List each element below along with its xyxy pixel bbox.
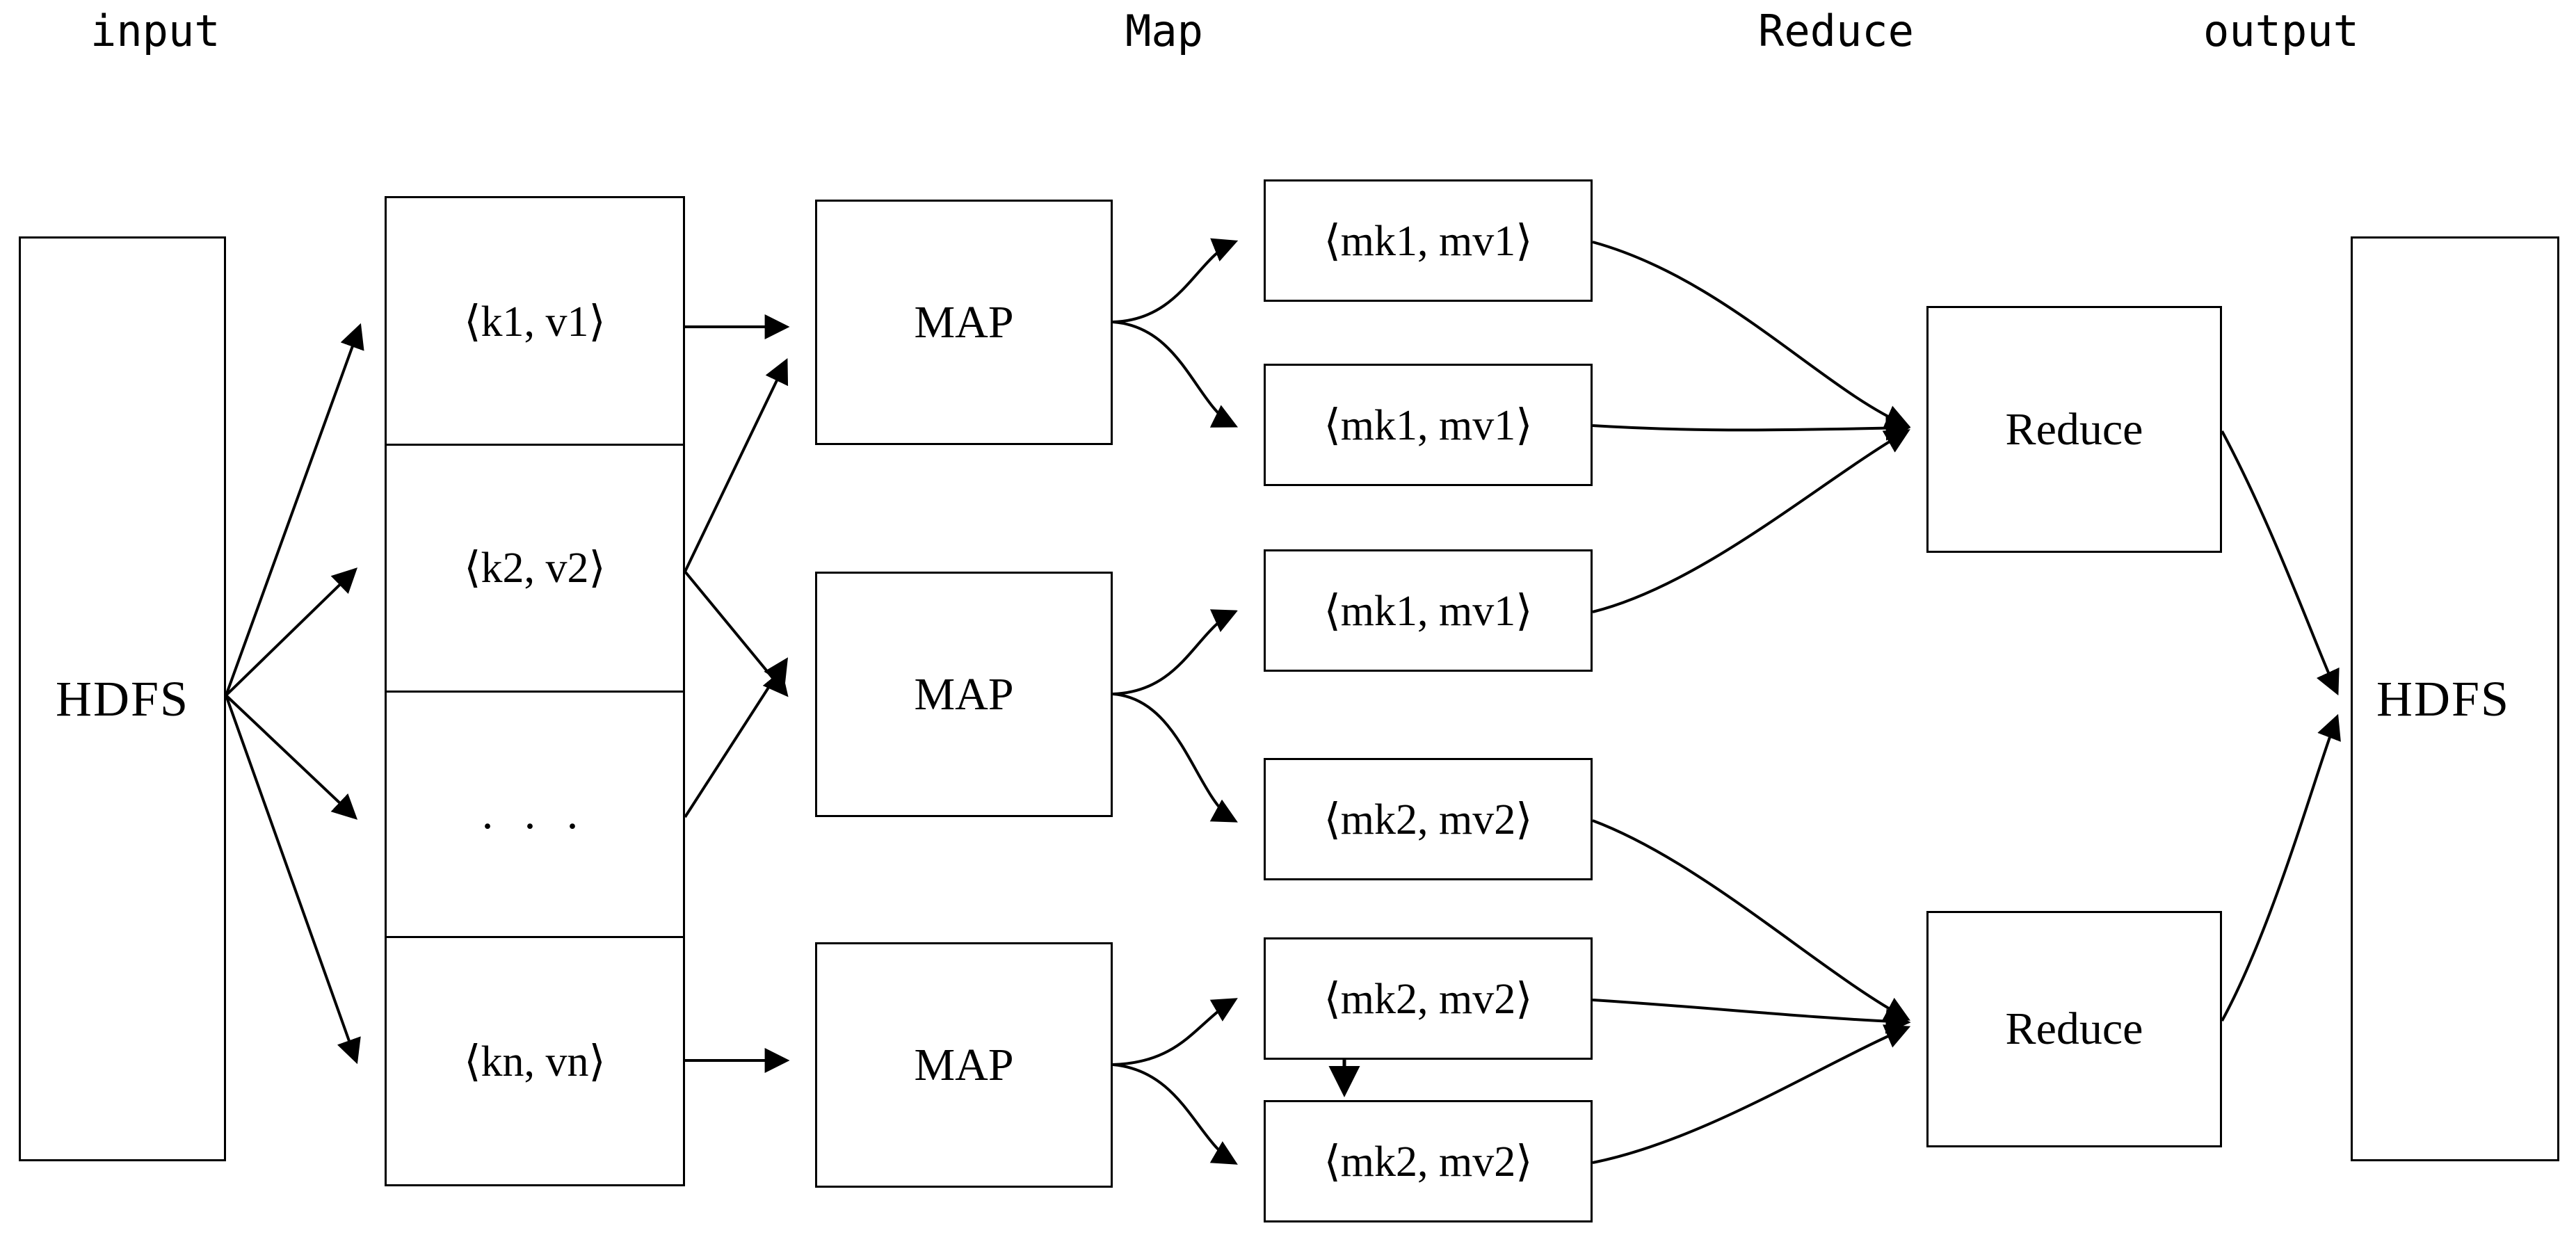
pair-to-reduce-arrows: [1592, 241, 1911, 1164]
map-task-3[interactable]: MAP: [815, 942, 1113, 1188]
intermediate-pair-6[interactable]: ⟨mk2, mv2⟩: [1264, 1100, 1593, 1222]
map-task-3-label: MAP: [914, 1039, 1014, 1090]
reduce-task-1-label: Reduce: [2005, 403, 2143, 455]
map-task-2-label: MAP: [914, 668, 1014, 720]
split-divider-3: [387, 936, 683, 938]
split-row-4[interactable]: ⟨kn, vn⟩: [387, 936, 683, 1186]
intermediate-pair-4[interactable]: ⟨mk2, mv2⟩: [1264, 758, 1593, 880]
header-map: Map: [1125, 6, 1203, 56]
split-row-1-label: ⟨k1, v1⟩: [464, 298, 606, 346]
intermediate-pair-1-label: ⟨mk1, mv1⟩: [1323, 218, 1533, 265]
reduce-to-hdfs-arrows: [2221, 430, 2341, 1022]
header-output: output: [2203, 6, 2359, 56]
hdfs-to-split-arrows: [225, 323, 364, 1065]
header-input: input: [90, 6, 220, 56]
intermediate-pair-4-label: ⟨mk2, mv2⟩: [1323, 796, 1533, 843]
split-to-map-arrows: [684, 314, 790, 1073]
hdfs-input-box[interactable]: HDFS: [19, 236, 226, 1161]
intermediate-pair-3[interactable]: ⟨mk1, mv1⟩: [1264, 549, 1593, 672]
hdfs-output-box[interactable]: HDFS: [2351, 236, 2559, 1161]
intermediate-pair-6-label: ⟨mk2, mv2⟩: [1323, 1138, 1533, 1186]
input-split-table: ⟨k1, v1⟩ ⟨k2, v2⟩ . . . ⟨kn, vn⟩: [385, 196, 685, 1186]
split-row-3[interactable]: . . .: [387, 691, 683, 936]
split-row-1[interactable]: ⟨k1, v1⟩: [387, 198, 683, 444]
split-divider-1: [387, 444, 683, 446]
intermediate-pair-2-label: ⟨mk1, mv1⟩: [1323, 402, 1533, 449]
intermediate-pair-2[interactable]: ⟨mk1, mv1⟩: [1264, 364, 1593, 486]
map-task-1-label: MAP: [914, 296, 1014, 348]
map-task-1[interactable]: MAP: [815, 200, 1113, 445]
intermediate-pair-3-label: ⟨mk1, mv1⟩: [1323, 588, 1533, 635]
reduce-task-2-label: Reduce: [2005, 1003, 2143, 1054]
intermediate-pair-5-label: ⟨mk2, mv2⟩: [1323, 976, 1533, 1023]
split-divider-2: [387, 691, 683, 693]
split-row-3-label: . . .: [481, 787, 588, 839]
reduce-task-1[interactable]: Reduce: [1926, 306, 2222, 553]
split-row-2[interactable]: ⟨k2, v2⟩: [387, 444, 683, 691]
reduce-task-2[interactable]: Reduce: [1926, 911, 2222, 1147]
header-reduce: Reduce: [1758, 6, 1914, 56]
split-row-4-label: ⟨kn, vn⟩: [464, 1038, 606, 1085]
map-task-2[interactable]: MAP: [815, 572, 1113, 817]
intermediate-pair-1[interactable]: ⟨mk1, mv1⟩: [1264, 179, 1593, 302]
hdfs-input-label: HDFS: [55, 670, 190, 727]
map-to-pair-arrows: [1112, 238, 1239, 1165]
intermediate-pair-5[interactable]: ⟨mk2, mv2⟩: [1264, 937, 1593, 1060]
split-row-2-label: ⟨k2, v2⟩: [464, 544, 606, 592]
hdfs-output-label: HDFS: [2376, 670, 2511, 727]
